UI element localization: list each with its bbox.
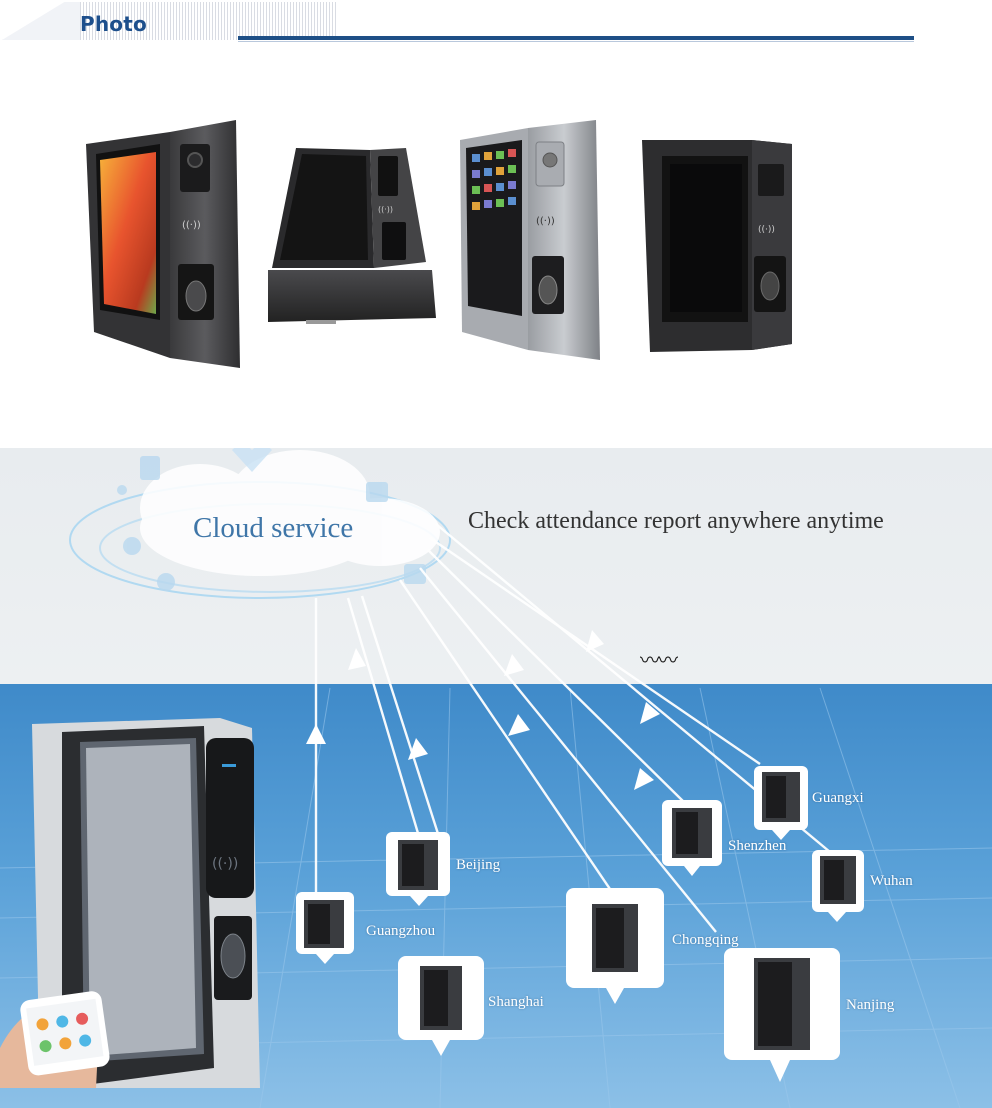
city-label-beijing: Beijing <box>456 857 501 873</box>
cloud-service-label: Cloud service <box>193 512 354 544</box>
smartphone-icon <box>0 991 110 1088</box>
header-tab-shape <box>2 2 80 40</box>
wave-decoration: 〰〰 <box>640 648 678 672</box>
product-photo-2: ((·)) <box>268 148 436 324</box>
section-title: Photo <box>80 12 147 36</box>
svg-text:((·)): ((·)) <box>758 225 775 235</box>
product-photo-4: ((·)) <box>642 140 792 352</box>
city-devices <box>296 766 864 1082</box>
city-label-shanghai: Shanghai <box>488 994 544 1010</box>
svg-text:((·)): ((·)) <box>378 205 393 214</box>
city-label-wuhan: Wuhan <box>870 873 913 889</box>
city-label-guangzhou: Guangzhou <box>366 923 436 939</box>
header-rule-thin <box>238 41 914 42</box>
city-label-chongqing: Chongqing <box>672 932 739 948</box>
cloud-service-banner: ((·)) Cloud service Check attendance rep… <box>0 448 992 1108</box>
city-label-shenzhen: Shenzhen <box>728 838 787 854</box>
wifi-icon: ((·)) <box>212 856 238 872</box>
arrow-up-icon <box>306 724 326 744</box>
cloud-icon <box>140 450 440 576</box>
city-label-guangxi: Guangxi <box>812 790 864 806</box>
svg-text:((·)): ((·)) <box>536 216 555 227</box>
city-label-nanjing: Nanjing <box>846 997 895 1013</box>
svg-text:((·)): ((·)) <box>182 220 201 231</box>
banner-graphics: ((·)) <box>0 448 992 1108</box>
banner-tagline: Check attendance report anywhere anytime <box>468 508 884 534</box>
header-rule <box>238 36 914 40</box>
section-header: Photo <box>0 0 992 48</box>
product-photo-3: ((·)) <box>460 120 600 360</box>
product-photo-1: ((·)) <box>86 120 240 368</box>
